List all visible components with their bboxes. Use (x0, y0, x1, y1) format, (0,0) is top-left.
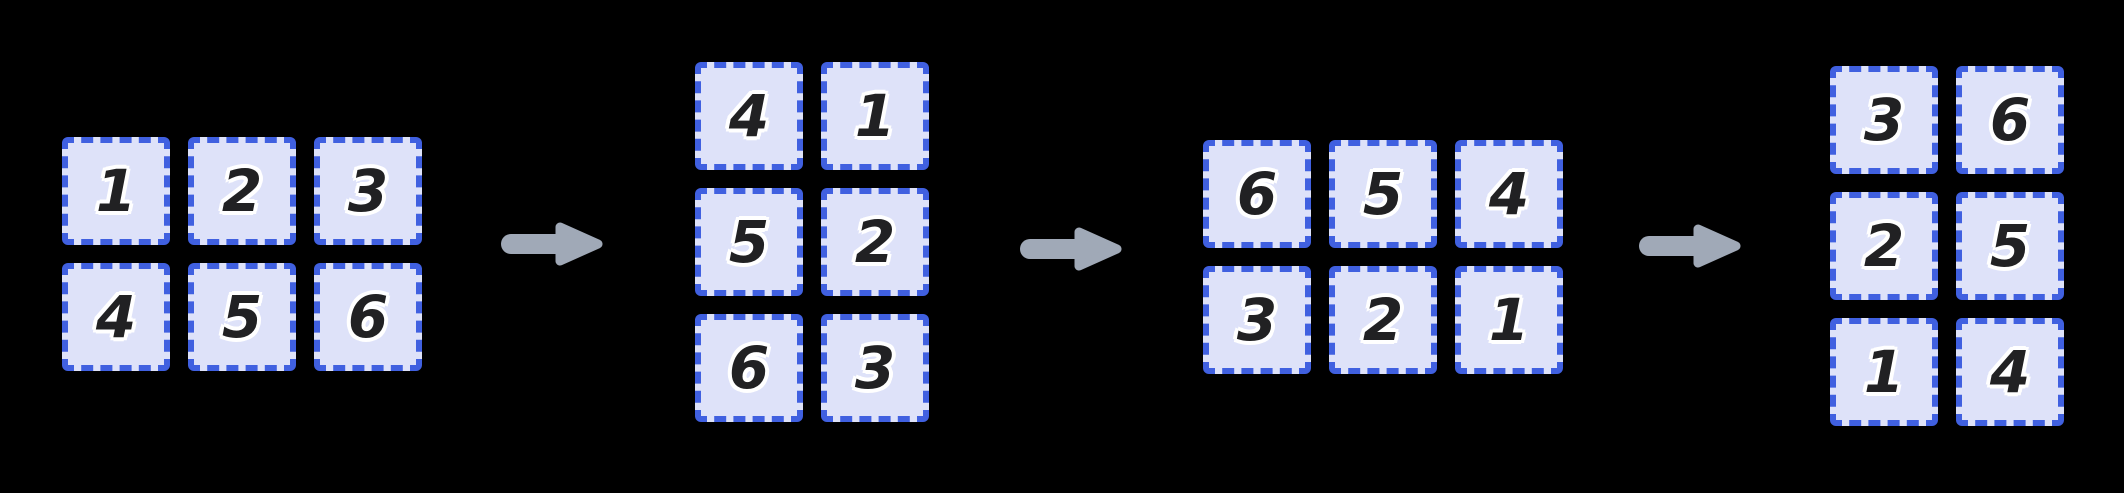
matrix-cell: 2 (1329, 266, 1437, 374)
matrix-cell: 5 (188, 263, 296, 371)
arrow-right-icon (500, 221, 610, 267)
matrix-cell: 2 (1830, 192, 1938, 300)
matrix-cell: 5 (695, 188, 803, 296)
matrix-cell: 1 (821, 62, 929, 170)
matrix-cell: 6 (1203, 140, 1311, 248)
matrix-grid-rotated-180: 6 5 4 3 2 1 (1203, 140, 1563, 374)
matrix-cell: 6 (1956, 66, 2064, 174)
matrix-cell: 3 (1203, 266, 1311, 374)
matrix-cell: 5 (1329, 140, 1437, 248)
matrix-cell: 4 (1956, 318, 2064, 426)
matrix-grid-rotated-90: 4 1 5 2 6 3 (695, 62, 929, 422)
matrix-cell: 4 (1455, 140, 1563, 248)
matrix-cell: 3 (821, 314, 929, 422)
matrix-cell: 5 (1956, 192, 2064, 300)
matrix-cell: 2 (188, 137, 296, 245)
matrix-grid-rotated-270: 3 6 2 5 1 4 (1830, 66, 2064, 426)
matrix-cell: 6 (695, 314, 803, 422)
matrix-cell: 4 (62, 263, 170, 371)
matrix-cell: 2 (821, 188, 929, 296)
matrix-cell: 1 (1830, 318, 1938, 426)
matrix-cell: 3 (1830, 66, 1938, 174)
matrix-cell: 4 (695, 62, 803, 170)
matrix-cell: 1 (62, 137, 170, 245)
matrix-cell: 6 (314, 263, 422, 371)
matrix-cell: 1 (1455, 266, 1563, 374)
matrix-grid-original: 1 2 3 4 5 6 (62, 137, 422, 371)
matrix-cell: 3 (314, 137, 422, 245)
arrow-right-icon (1019, 226, 1129, 272)
arrow-right-icon (1638, 223, 1748, 269)
